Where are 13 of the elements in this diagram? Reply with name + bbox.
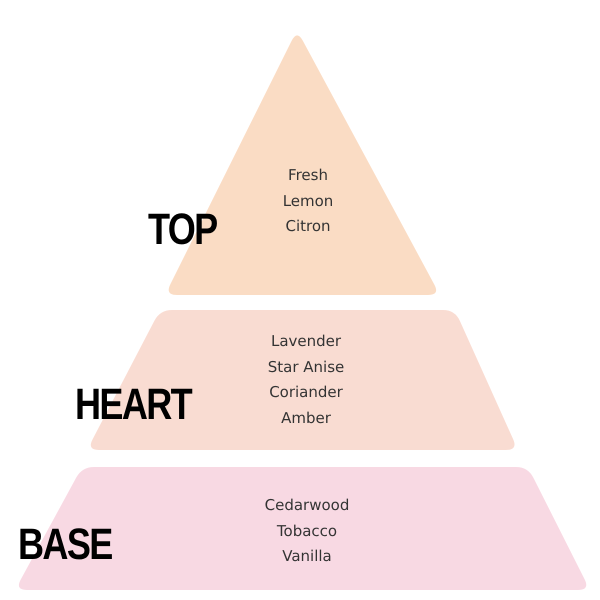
note-text: Vanilla: [282, 547, 332, 565]
note-text: Coriander: [269, 383, 343, 401]
note-text: Amber: [281, 408, 331, 426]
tier-heading: TOP: [148, 208, 217, 252]
note-text: Cedarwood: [264, 496, 350, 514]
tier-heading: HEART: [75, 383, 192, 427]
note-text: Fresh: [288, 166, 328, 184]
note-text: Citron: [285, 217, 331, 235]
note-text: Lemon: [282, 192, 334, 210]
note-text: Tobacco: [276, 522, 338, 540]
tier-heading: BASE: [18, 523, 112, 567]
note-text: Star Anise: [268, 358, 344, 376]
note-text: Lavender: [270, 332, 342, 350]
